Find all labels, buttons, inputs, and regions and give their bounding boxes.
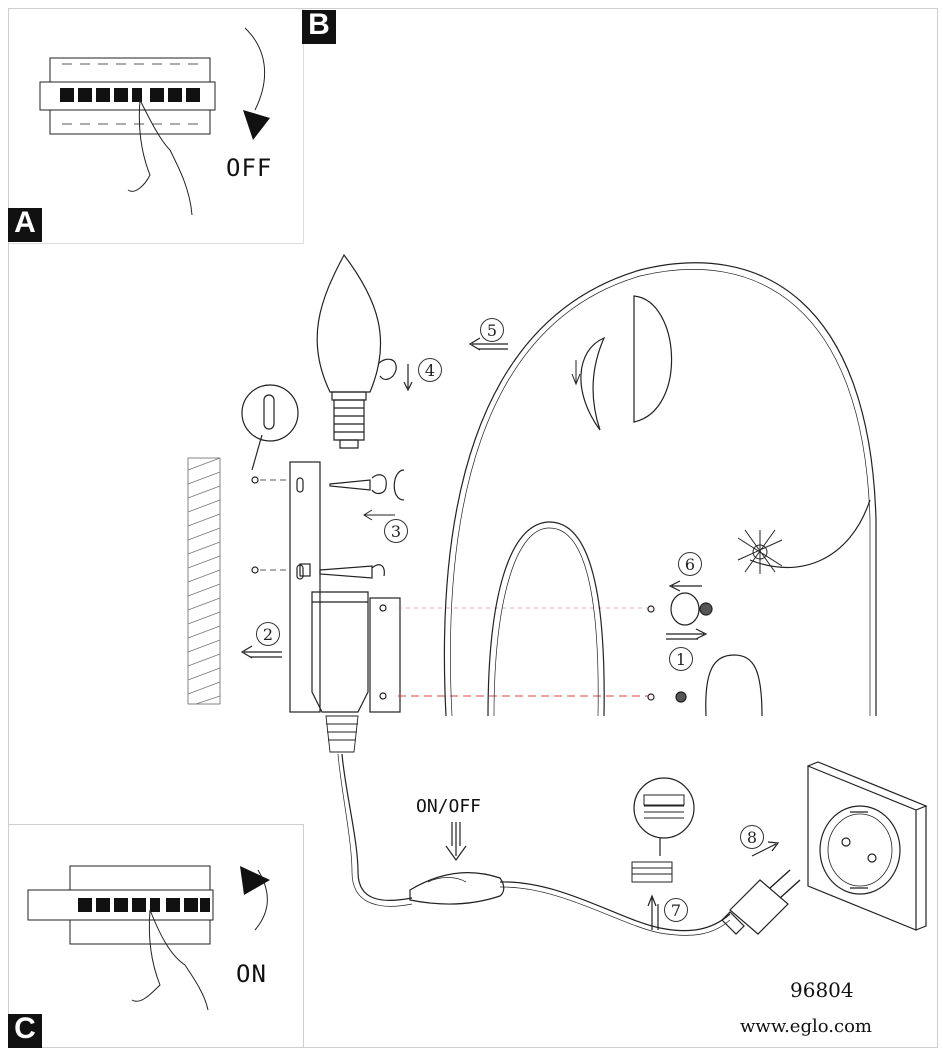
switch-label: ON/OFF xyxy=(416,796,482,817)
wall-socket xyxy=(807,761,928,931)
panel-tag-c: C xyxy=(8,1014,42,1048)
sheet-border xyxy=(8,8,938,1048)
step-2: 2 xyxy=(256,622,280,646)
decorative-shade xyxy=(443,262,877,717)
screws xyxy=(299,469,405,579)
inline-switch xyxy=(409,822,505,905)
hand-a xyxy=(127,99,193,216)
hand-c xyxy=(131,909,209,1011)
lamp-socket xyxy=(311,591,401,753)
wall-bracket xyxy=(251,461,321,713)
step-8: 8 xyxy=(740,825,764,849)
candle-bulb xyxy=(316,253,382,449)
panel-tag-b: B xyxy=(302,10,336,44)
step-5: 5 xyxy=(480,318,504,342)
panel-a-frame xyxy=(8,8,304,244)
cable-clip-callout xyxy=(631,777,695,930)
off-label: OFF xyxy=(226,154,273,182)
step-7: 7 xyxy=(664,898,688,922)
step-1: 1 xyxy=(669,647,693,671)
star-cutout xyxy=(737,529,783,574)
on-label: ON xyxy=(236,960,267,988)
panel-c-frame xyxy=(8,824,304,1048)
power-cable xyxy=(337,753,731,936)
step-4: 4 xyxy=(418,358,442,382)
panel-tag-a: A xyxy=(8,208,42,242)
website-url: www.eglo.com xyxy=(740,1016,872,1037)
plug xyxy=(721,869,801,935)
wall-hatch xyxy=(187,457,221,705)
breaker-panel-c xyxy=(27,865,270,1011)
model-number: 96804 xyxy=(790,978,854,1002)
finial-cap xyxy=(647,580,713,703)
arrow-2 xyxy=(240,645,282,659)
keyhole-callout xyxy=(241,384,299,484)
arrow-5 xyxy=(468,337,508,351)
step-3: 3 xyxy=(384,519,408,543)
breaker-panel-a xyxy=(39,27,270,216)
screw-arrow-4 xyxy=(377,358,413,392)
arrow-8 xyxy=(751,841,780,857)
step-6: 6 xyxy=(678,552,702,576)
